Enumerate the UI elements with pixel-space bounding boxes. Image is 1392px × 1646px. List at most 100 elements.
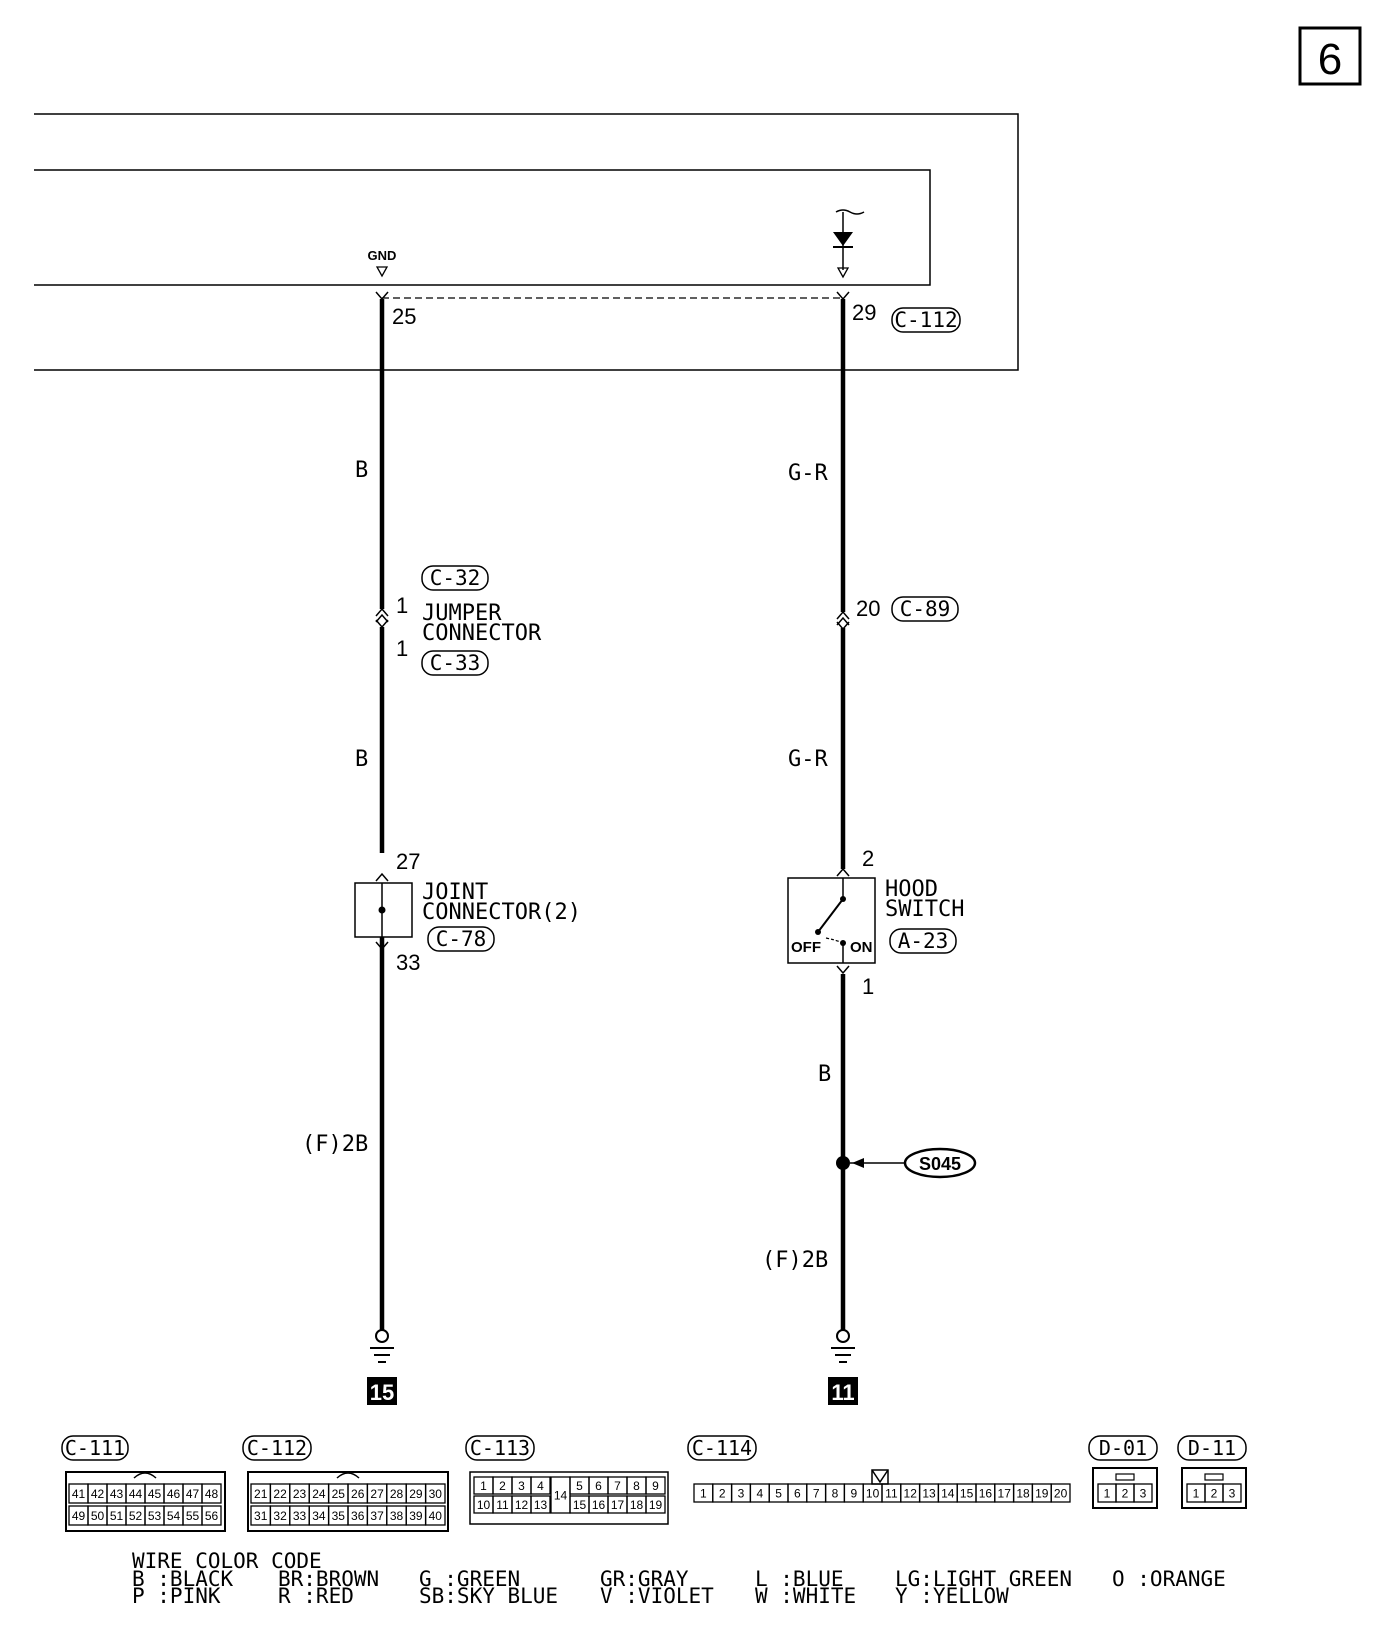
wire-color-entry: V :VIOLET bbox=[600, 1584, 714, 1608]
wire-color-entry: SB:SKY BLUE bbox=[419, 1584, 558, 1608]
switch-connector-box bbox=[889, 928, 957, 954]
c111-pin-number: 48 bbox=[205, 1487, 219, 1501]
c113-pin-number: 12 bbox=[515, 1498, 529, 1512]
splice-node bbox=[836, 1156, 850, 1170]
c113-pin-number: 14 bbox=[554, 1488, 568, 1502]
c111-pin-number: 46 bbox=[167, 1487, 181, 1501]
inline-connector-label: C-89 bbox=[900, 597, 951, 621]
jumper-connector-marker-bottom bbox=[375, 619, 389, 629]
switch-off-label: OFF bbox=[791, 939, 821, 956]
c113-pin-number: 10 bbox=[477, 1498, 491, 1512]
right-circuit: G-R 20 C-89 G-R 2 OFF ON HOOD SWITCH A-2… bbox=[762, 299, 977, 1405]
wire-color-entry: R :RED bbox=[278, 1584, 354, 1608]
left-wire-color-middle: B bbox=[355, 747, 368, 772]
c113-pin-number: 6 bbox=[595, 1479, 602, 1493]
joint-pin-top-marker bbox=[375, 872, 389, 882]
jumper-name-line1: JUMPER bbox=[422, 601, 502, 626]
jumper-pin-bottom: 1 bbox=[396, 636, 408, 661]
c113-label-box bbox=[465, 1435, 535, 1461]
jumper-connector-top: C-32 bbox=[430, 566, 481, 590]
wire-color-entry: LG:LIGHT GREEN bbox=[895, 1567, 1072, 1591]
joint-name-line2: CONNECTOR(2) bbox=[422, 900, 581, 925]
c112-pin-number: 23 bbox=[293, 1487, 307, 1501]
switch-name-line1: HOOD bbox=[885, 877, 938, 902]
c111-pin-number: 45 bbox=[148, 1487, 162, 1501]
c114-pin-number: 18 bbox=[1016, 1486, 1030, 1500]
c111-pin-number: 53 bbox=[148, 1509, 162, 1523]
c114-label: C-114 bbox=[692, 1436, 752, 1460]
switch-pin-bottom: 1 bbox=[862, 974, 874, 999]
c112-pin-number: 29 bbox=[409, 1487, 423, 1501]
c111-pin-number: 50 bbox=[91, 1509, 105, 1523]
c111-pin-number: 42 bbox=[91, 1487, 105, 1501]
page-number: 6 bbox=[1318, 35, 1342, 84]
c114-pin-number: 11 bbox=[885, 1486, 898, 1500]
c111-pin-cell bbox=[201, 1483, 222, 1504]
c112-pin-number: 28 bbox=[390, 1487, 404, 1501]
c114-pin-number: 8 bbox=[832, 1486, 839, 1500]
c112-pin-number: 40 bbox=[429, 1509, 443, 1523]
c113-pin-number: 5 bbox=[576, 1479, 583, 1493]
right-ground-number: 11 bbox=[831, 1380, 854, 1405]
jumper-connector-bottom-box bbox=[421, 650, 489, 676]
left-ground-number: 15 bbox=[370, 1380, 394, 1405]
c113-pin-number: 7 bbox=[614, 1479, 621, 1493]
d11-pin-cell bbox=[1222, 1483, 1242, 1503]
c114-pin-cell bbox=[1050, 1483, 1071, 1503]
d11-label: D-11 bbox=[1188, 1436, 1236, 1460]
c114-pin-number: 9 bbox=[850, 1486, 857, 1500]
ecu-pin-29: 29 bbox=[852, 300, 876, 325]
right-wire-color-upper: G-R bbox=[788, 461, 828, 486]
c113-pin-number: 8 bbox=[633, 1479, 640, 1493]
c111-pin-number: 41 bbox=[72, 1487, 86, 1501]
joint-connector-box bbox=[354, 882, 413, 938]
c113-pin-number: 1 bbox=[480, 1479, 487, 1493]
c112-pin-number: 33 bbox=[293, 1509, 307, 1523]
c113-pin-cell bbox=[645, 1495, 666, 1514]
switch-on-label: ON bbox=[850, 939, 873, 956]
c113-shell bbox=[469, 1471, 669, 1525]
c112-pin-number: 30 bbox=[429, 1487, 443, 1501]
right-wire-color-lower: B bbox=[818, 1062, 831, 1087]
switch-contact-icon bbox=[815, 878, 846, 963]
diode-icon bbox=[833, 209, 865, 279]
c112-pin-number: 31 bbox=[254, 1509, 268, 1523]
inline-pin: 20 bbox=[856, 596, 880, 621]
inline-connector-box bbox=[891, 596, 959, 622]
splice-badge bbox=[903, 1147, 977, 1179]
c111-pin-cell bbox=[201, 1505, 222, 1526]
c113-pin-number: 13 bbox=[534, 1498, 548, 1512]
c112-pin-number: 35 bbox=[332, 1509, 346, 1523]
joint-pin-bottom-marker bbox=[375, 941, 389, 951]
c114-pin-number: 16 bbox=[979, 1486, 993, 1500]
switch-connector-label: A-23 bbox=[898, 929, 949, 953]
c112-label: C-112 bbox=[247, 1436, 307, 1460]
c113-pin-number: 15 bbox=[573, 1498, 587, 1512]
c112-pin-number: 25 bbox=[332, 1487, 346, 1501]
joint-connector-code: C-78 bbox=[436, 927, 487, 951]
c112-pin-number: 24 bbox=[312, 1487, 326, 1501]
ecu-connector-box bbox=[891, 307, 961, 333]
ecu-pin-25: 25 bbox=[392, 304, 416, 329]
switch-name-line2: SWITCH bbox=[885, 897, 964, 922]
c111-pin-number: 56 bbox=[205, 1509, 219, 1523]
d11-pin-number: 1 bbox=[1193, 1486, 1200, 1500]
c112-pin-number: 22 bbox=[273, 1487, 287, 1501]
jumper-connector-top-box bbox=[421, 565, 489, 591]
right-wire-color-ground: (F)2B bbox=[762, 1248, 828, 1273]
c112-pin-number: 32 bbox=[273, 1509, 287, 1523]
switch-pin-top-marker bbox=[836, 867, 850, 877]
gnd-triangle-icon bbox=[375, 266, 389, 278]
jumper-pin-top: 1 bbox=[396, 593, 408, 618]
c112-pin-number: 37 bbox=[370, 1509, 384, 1523]
c114-pin-number: 4 bbox=[756, 1486, 763, 1500]
c114-pin-number: 10 bbox=[866, 1486, 880, 1500]
c114-pin-number: 19 bbox=[1035, 1486, 1049, 1500]
right-ground-icon bbox=[831, 1329, 855, 1363]
c111-shell bbox=[65, 1471, 226, 1532]
left-circuit: B C-32 1 JUMPER CONNECTOR 1 C-33 B 27 JO… bbox=[302, 299, 581, 1405]
jumper-connector-marker-top bbox=[375, 607, 389, 623]
switch-pin-top: 2 bbox=[862, 846, 874, 871]
d11-pin-number: 3 bbox=[1229, 1486, 1236, 1500]
